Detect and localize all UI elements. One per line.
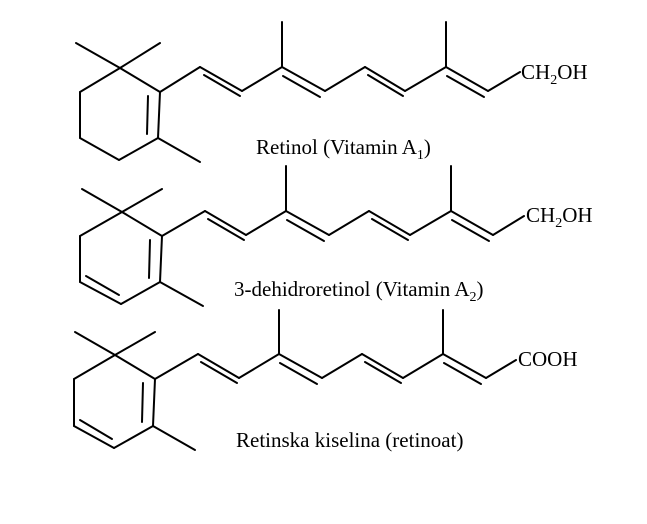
retinoic-acid-end-group: COOH [518,347,578,371]
retinol-structure: CH2OH Retinol (Vitamin A1) [75,21,588,163]
dehydroretinol-caption: 3-dehidroretinol (Vitamin A2) [234,277,484,305]
dehydroretinol-end-group: CH2OH [526,203,593,231]
retinoic-acid-caption: Retinska kiselina (retinoat) [236,428,463,452]
dehydroretinol-structure: CH2OH 3-dehidroretinol (Vitamin A2) [79,165,593,307]
dehydroretinol-polyene-chain [161,165,525,242]
retinoic-acid-polyene-chain [154,309,517,385]
retinol-end-group: CH2OH [521,60,588,88]
retinoic-acid-ring [73,331,196,451]
retinol-caption: Retinol (Vitamin A1) [256,135,431,163]
retinol-polyene-chain [159,21,521,98]
dehydroretinol-ring [79,188,204,307]
retinol-ring [75,42,201,163]
retinoic-acid-structure: COOH Retinska kiselina (retinoat) [73,309,578,452]
